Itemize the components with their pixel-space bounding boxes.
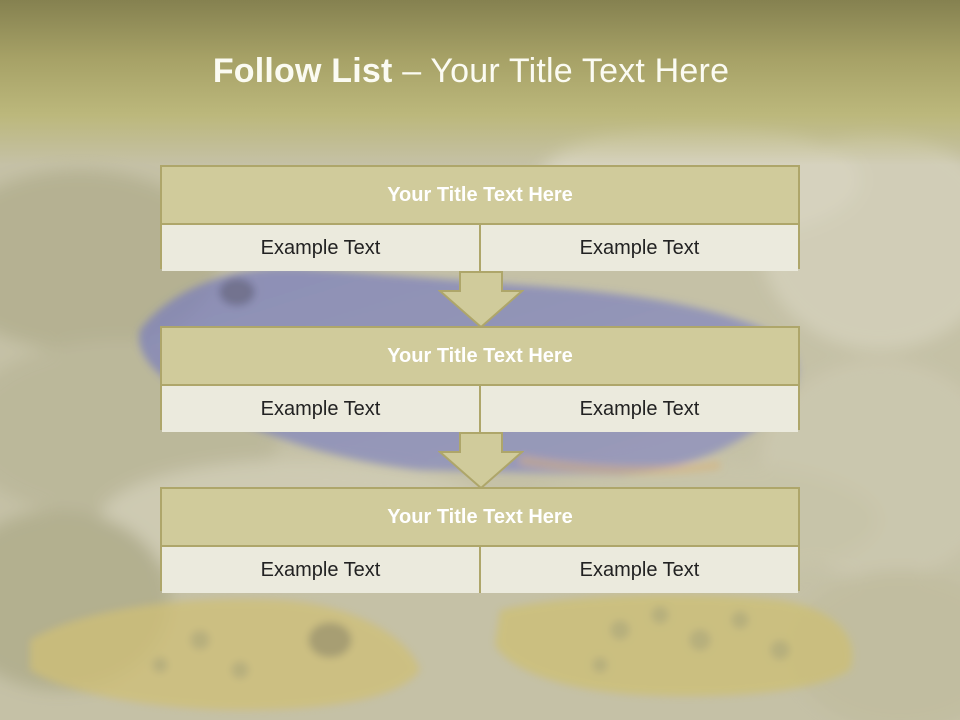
step-row: Example Text Example Text — [162, 547, 798, 593]
step-row: Example Text Example Text — [162, 225, 798, 271]
step-heading: Your Title Text Here — [162, 489, 798, 547]
step-cell-left: Example Text — [162, 547, 479, 593]
down-arrow-icon — [438, 432, 524, 490]
title-rest: – Your Title Text Here — [392, 52, 730, 90]
step-cell-left: Example Text — [162, 386, 479, 432]
down-arrow-icon — [438, 271, 524, 329]
slide-title: Follow List – Your Title Text Here — [0, 52, 942, 91]
step-box-1: Your Title Text Here Example Text Exampl… — [160, 165, 800, 271]
step-cell-right: Example Text — [479, 386, 798, 432]
step-box-2: Your Title Text Here Example Text Exampl… — [160, 326, 800, 432]
step-heading: Your Title Text Here — [162, 328, 798, 386]
step-box-3: Your Title Text Here Example Text Exampl… — [160, 487, 800, 593]
step-row: Example Text Example Text — [162, 386, 798, 432]
step-cell-left: Example Text — [162, 225, 479, 271]
title-bold: Follow List — [212, 52, 393, 90]
header-band — [0, 0, 960, 165]
step-cell-right: Example Text — [479, 547, 798, 593]
step-heading: Your Title Text Here — [162, 167, 798, 225]
step-cell-right: Example Text — [479, 225, 798, 271]
